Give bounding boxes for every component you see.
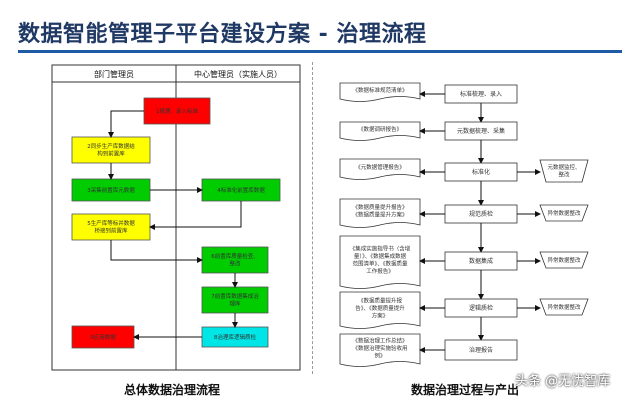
remediation-label-3: 异常数据整改 <box>547 256 581 264</box>
process-label-7: 治理报告 <box>469 346 493 354</box>
page-title: 数据智能管理子平台建设方案 - 治理流程 <box>18 22 427 47</box>
panel-divider <box>312 62 313 374</box>
watermark: 头条 @无忧智库 <box>515 374 611 389</box>
step-label-s9: 9应用数据 <box>90 333 116 341</box>
lane-header-center-admin: 中心管理员（实施人员） <box>194 69 282 79</box>
process-label-4: 规范质检 <box>469 210 493 218</box>
output-doc-label-7: 《数据治理工作总结》《数据治理实施验收用例》 <box>352 336 407 359</box>
step-label-s7: 7前置库数据集成治理库 <box>211 292 259 308</box>
process-label-5: 数据集成 <box>469 257 493 265</box>
step-label-s5: 5生产库等标并数据桥接到前置库 <box>87 219 135 235</box>
remediation-box-1 <box>539 159 589 183</box>
remediation-box-4 <box>539 298 589 316</box>
step-label-s2: 2同步生产库数据结构到前置库 <box>87 142 135 158</box>
output-doc-4 <box>339 198 421 228</box>
title-underline <box>18 50 622 53</box>
step-box-s1 <box>143 97 211 125</box>
step-box-s2 <box>71 136 151 164</box>
remediation-label-4: 异常数据整改 <box>547 303 581 311</box>
output-doc-label-5: 《集成实施指导书（含增量）》、《数据集成数据范围清单》、《数据质量工作报告》 <box>350 245 411 275</box>
remediation-box-2 <box>539 204 589 222</box>
step-label-s1: 1梳理、录入标准 <box>156 107 198 115</box>
output-doc-label-4: 《数据质量提升报告》《数据质量提升方案》 <box>352 203 407 219</box>
process-label-6: 逻辑质检 <box>469 304 493 312</box>
output-doc-label-6: 《数据质量提升报告》、《数据质量提升方案》 <box>355 296 405 319</box>
output-doc-1 <box>339 82 421 102</box>
output-doc-3 <box>339 158 421 180</box>
output-doc-5 <box>339 235 421 289</box>
output-doc-7 <box>339 333 421 367</box>
lane-header-dept-admin: 部门管理员 <box>94 69 134 79</box>
step-label-s6: 6前置库质量检查、整改 <box>211 252 259 268</box>
arrow-s4-s5 <box>149 201 242 230</box>
step-label-s8: 8治理库逻辑质检 <box>214 333 256 341</box>
process-label-2: 元数据梳理、采集 <box>457 127 505 135</box>
remediation-label-1: 元数据监控、整改 <box>547 163 580 179</box>
left-caption: 总体数据治理流程 <box>124 383 221 397</box>
step-box-s5 <box>71 213 151 241</box>
arrow-s5-s6 <box>110 240 203 263</box>
output-doc-label-2: 《数据调研报告》 <box>358 125 402 133</box>
remediation-box-3 <box>539 251 589 269</box>
output-doc-label-1: 《数据标准规范清单》 <box>352 86 407 94</box>
remediation-label-2: 异常数据整改 <box>547 209 581 217</box>
step-box-s6 <box>201 246 269 274</box>
right-caption: 数据治理过程与产出 <box>411 383 520 397</box>
step-label-s4: 4标准化前置库数据 <box>217 186 265 194</box>
step-label-s3: 3采集前置库元数据 <box>87 186 135 194</box>
process-label-1: 标准梳理、录入 <box>460 90 502 98</box>
arrow-s1-s2 <box>108 110 144 138</box>
process-label-3: 标准化 <box>472 168 490 176</box>
output-doc-6 <box>339 291 421 329</box>
output-doc-2 <box>339 121 421 141</box>
output-doc-label-3: 《元数据管理报告》 <box>355 163 405 171</box>
